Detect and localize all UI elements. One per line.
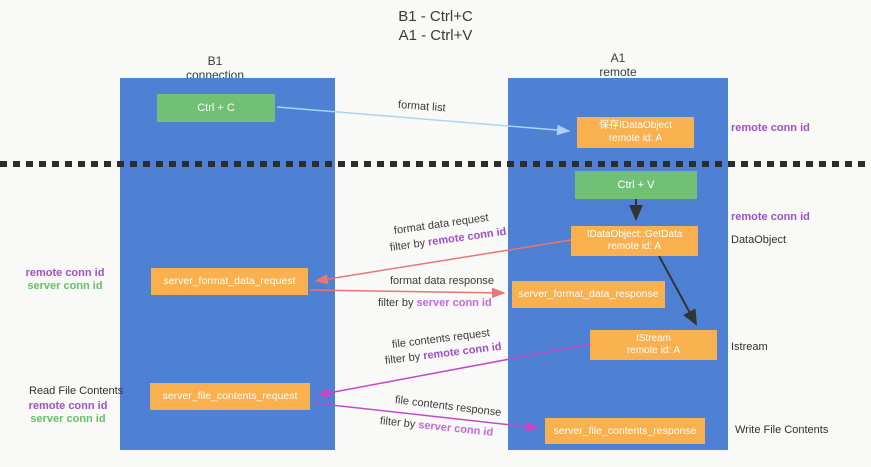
diagram-title: B1 - Ctrl+C A1 - Ctrl+V: [0, 7, 871, 45]
server-format-data-response-box: server_format_data_response: [512, 281, 665, 308]
ctrl-c-box: Ctrl + C: [157, 94, 275, 122]
file-contents-response-arrow: [312, 402, 540, 432]
format-data-response-label: format data response: [390, 275, 494, 287]
right-column-header: A1 remote: [563, 51, 673, 79]
istream-note: Istream: [731, 341, 768, 353]
right-column-title: A1: [610, 51, 626, 65]
server-file-contents-response-label: server_file_contents_response: [553, 424, 697, 437]
server-file-contents-response-box: server_file_contents_response: [545, 418, 705, 444]
server-conn-id-note-left: server conn id: [27, 280, 103, 292]
getdata-line2: remote id: A: [607, 241, 662, 252]
ctrl-v-box: Ctrl + V: [575, 171, 697, 199]
remote-conn-id-note-mid: remote conn id: [731, 211, 810, 223]
getdata-to-istream-arrow: [658, 255, 697, 326]
filter-by-text: filter by: [378, 297, 417, 309]
left-column-title: B1: [207, 54, 223, 68]
remote-conn-id-note-top: remote conn id: [731, 122, 810, 134]
bottom-left-conn-ids: remote conn id server conn id: [23, 400, 113, 426]
format-data-request-arrow: [314, 239, 572, 285]
right-column-subtitle: remote: [599, 65, 637, 79]
dataobject-note: DataObject: [731, 234, 787, 246]
read-file-contents-note: Read File Contents: [29, 385, 124, 397]
saved-idataobject-line1: 保存IDataObject: [599, 120, 672, 131]
server-format-data-request-label: server_format_data_request: [163, 275, 296, 287]
mid-left-conn-ids: remote conn id server conn id: [20, 267, 110, 293]
title-line-b1: B1 - Ctrl+C: [398, 8, 473, 25]
server-conn-id-text: server conn id: [416, 297, 492, 309]
ctrl-v-label: Ctrl + V: [617, 178, 655, 191]
server-format-data-response-label: server_format_data_response: [518, 288, 659, 300]
format-data-response-arrow: [309, 287, 506, 299]
istream-line1: IStream: [635, 332, 671, 344]
saved-idataobject-box: 保存IDataObject remote id: A: [577, 117, 694, 148]
istream-box: IStream remote id: A: [590, 330, 717, 360]
format-response-filter-label: filter by server conn id: [378, 297, 492, 309]
idataobject-getdata-box: IDataObject::GetData remote id: A: [571, 226, 698, 256]
title-line-a1: A1 - Ctrl+V: [398, 27, 473, 44]
remote-conn-id-note-bottom: remote conn id: [28, 400, 108, 412]
write-file-contents-note: Write File Contents: [735, 424, 829, 436]
saved-idataobject-line2: remote id: A: [608, 132, 663, 144]
remote-conn-id-note-left: remote conn id: [25, 267, 105, 279]
file-contents-request-arrow: [316, 343, 591, 398]
format-list-arrow: [276, 106, 571, 136]
server-file-contents-request-label: server_file_contents_request: [162, 390, 298, 402]
ctrl-c-label: Ctrl + C: [197, 101, 235, 114]
getdata-line1: IDataObject::GetData: [586, 228, 683, 240]
server-file-contents-request-box: server_file_contents_request: [150, 383, 310, 410]
istream-line2: remote id: A: [626, 345, 681, 356]
server-format-data-request-box: server_format_data_request: [151, 268, 308, 295]
server-conn-id-note-bottom: server conn id: [30, 413, 106, 425]
